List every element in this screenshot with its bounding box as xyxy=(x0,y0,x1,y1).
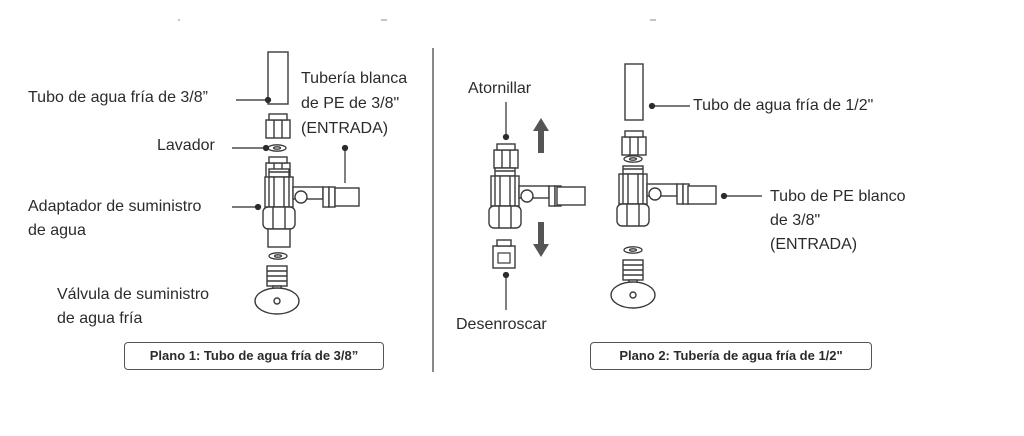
plan1-pe-pipe xyxy=(334,187,360,207)
plan1-caption: Plano 1: Tubo de agua fría de 3/8” xyxy=(124,342,384,370)
plan2-leader-lines xyxy=(648,102,762,200)
plan1-cold-tube xyxy=(267,51,289,105)
screw-label: Atornillar xyxy=(468,80,532,97)
plan1-valve-label-1: Válvula de suministro xyxy=(57,286,210,303)
unscrew-arrow-down xyxy=(533,222,549,257)
plan1-valve-label-2: de agua fría xyxy=(57,310,143,327)
plan1-white-pipe-label-2: de PE de 3/8" xyxy=(301,95,400,112)
plan2-cold-tube-label: Tubo de agua fría de 1/2" xyxy=(693,97,874,114)
plan2-cold-tube xyxy=(624,63,644,121)
plan2-caption: Plano 2: Tubería de agua fría de 1/2" xyxy=(590,342,872,370)
plan1-cold-tube-label: Tubo de agua fría de 3/8” xyxy=(28,89,208,106)
plan1-leader-lines xyxy=(232,96,349,211)
plan1-white-pipe-label-3: (ENTRADA) xyxy=(301,120,389,137)
unscrew-label: Desenroscar xyxy=(456,316,547,333)
plan2-assembly xyxy=(610,63,717,309)
middle-assembly xyxy=(488,143,586,269)
plan2-pe-pipe xyxy=(687,185,717,205)
plan1-washer-label: Lavador xyxy=(157,137,215,154)
plan2-pe-tube-label-1: Tubo de PE blanco xyxy=(770,188,906,205)
plan1-adapter-label-1: Adaptador de suministro xyxy=(28,198,202,215)
plan1-assembly xyxy=(254,51,360,315)
plan2-pe-tube-label-2: de 3/8" xyxy=(770,212,821,229)
plan2-pe-tube-label-3: (ENTRADA) xyxy=(770,236,858,253)
screw-arrow-up xyxy=(533,118,549,153)
plan1-adapter-label-2: de agua xyxy=(28,222,86,239)
plan1-white-pipe-label-1: Tubería blanca xyxy=(301,70,408,87)
